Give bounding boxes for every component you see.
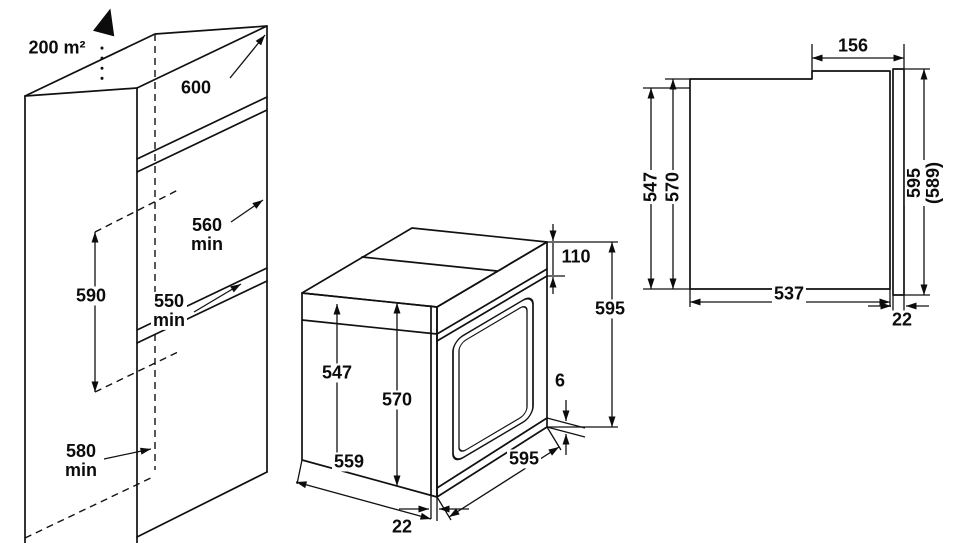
dim-sideview-door-thickness: 22: [889, 309, 915, 330]
cabinet-isometric: [24, 8, 268, 543]
dim-oven-width: 595: [506, 448, 542, 469]
airflow-arrow-icon: [93, 8, 115, 82]
dim-oven-panel-height: 110: [559, 246, 593, 267]
oven-side-view: [643, 44, 930, 312]
vent-area-label: 200 m²: [26, 37, 88, 58]
dim-sideview-body-depth: 537: [771, 283, 807, 304]
dim-niche-height: 590: [73, 285, 109, 306]
dim-niche-depth-top: 560 min: [188, 214, 226, 255]
dim-sideview-body-height: 570: [662, 169, 683, 205]
dim-sideview-top-recess: 156: [835, 35, 871, 56]
dim-oven-total-height: 595: [592, 298, 628, 319]
dim-oven-front-height: 570: [379, 389, 415, 410]
dim-niche-depth-bottom: 550 min: [150, 290, 188, 331]
oven-isometric: [295, 224, 618, 521]
oven-door-window: [452, 297, 534, 461]
dim-base-depth: 580 min: [62, 440, 100, 481]
dim-oven-body-height: 547: [319, 362, 355, 383]
dim-sideview-total-height: 595 (589): [903, 159, 944, 207]
dim-oven-frame-gap: 6: [552, 370, 568, 391]
dim-oven-depth: 559: [331, 451, 367, 472]
dim-sideview-inner-height: 547: [640, 169, 661, 205]
dim-cabinet-top-depth: 600: [178, 77, 214, 98]
dim-oven-door-thickness: 22: [389, 516, 415, 537]
